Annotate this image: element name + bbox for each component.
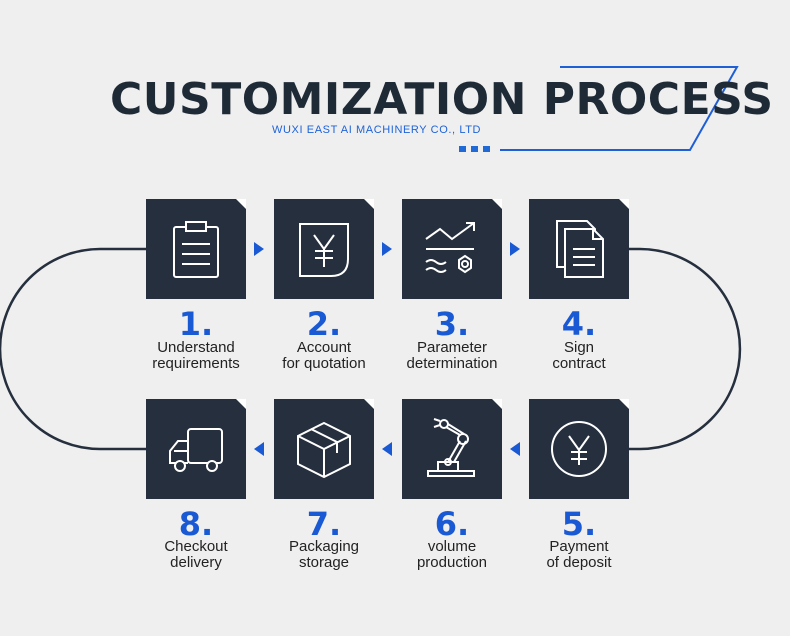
yen-document-icon (299, 223, 349, 277)
delivery-truck-icon (169, 428, 223, 472)
arrow-right-icon (382, 242, 392, 256)
step-2-tile (274, 199, 374, 299)
parameter-chart-icon (425, 222, 475, 274)
loop-connector-right (629, 247, 742, 451)
step-4-tile (529, 199, 629, 299)
clipboard-icon (173, 221, 219, 278)
step-7-tile (274, 399, 374, 499)
title-dots (459, 146, 490, 152)
robot-arm-icon (427, 418, 475, 477)
step-8-tile (146, 399, 246, 499)
step-3-number: 3. (434, 305, 470, 343)
title-bracket (500, 66, 739, 151)
arrow-left-icon (382, 442, 392, 456)
step-2-number: 2. (306, 305, 342, 343)
page-title: CUSTOMIZATION PROCESS (110, 74, 774, 125)
step-5-number: 5. (561, 505, 597, 543)
step-6-tile (402, 399, 502, 499)
package-box-icon (297, 421, 351, 479)
arrow-left-icon (510, 442, 520, 456)
loop-connector-left (0, 247, 146, 451)
contract-documents-icon (556, 220, 604, 278)
step-3-tile (402, 199, 502, 299)
arrow-right-icon (254, 242, 264, 256)
step-4-number: 4. (561, 305, 597, 343)
step-5-tile (529, 399, 629, 499)
step-7-number: 7. (306, 505, 342, 543)
arrow-right-icon (510, 242, 520, 256)
step-1-number: 1. (178, 305, 214, 343)
arrow-left-icon (254, 442, 264, 456)
company-subtitle: WUXI EAST AI MACHINERY CO., LTD (272, 124, 482, 136)
step-8-number: 8. (178, 505, 214, 543)
step-6-number: 6. (434, 505, 470, 543)
yen-coin-icon (551, 421, 607, 477)
step-1-tile (146, 199, 246, 299)
